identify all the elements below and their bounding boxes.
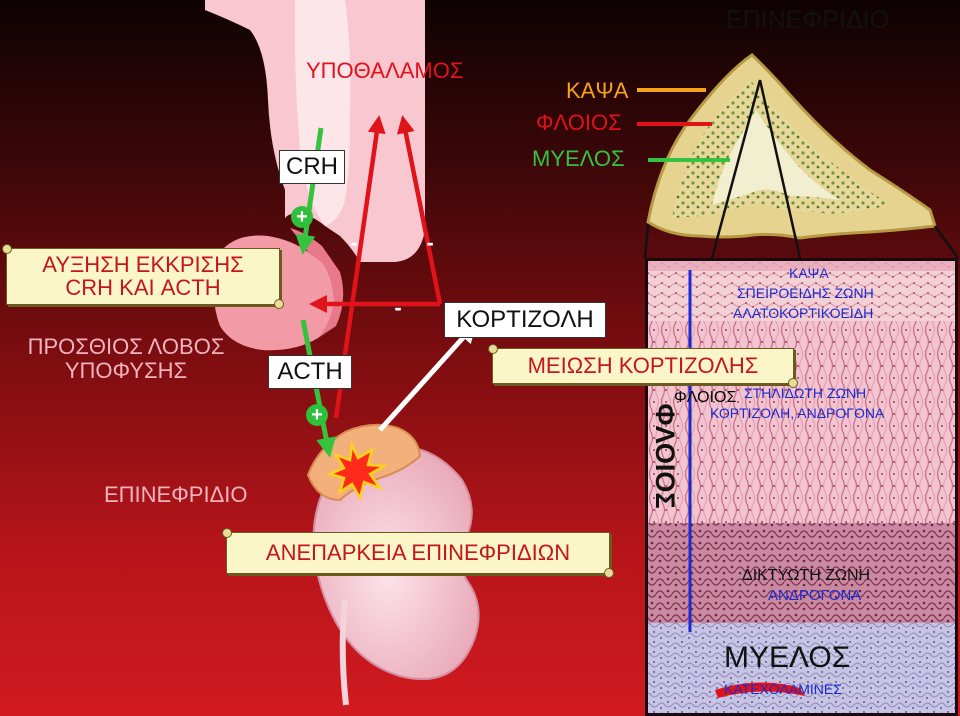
cortex-vertical-text: ΦΛΟΙΟΣ — [650, 403, 680, 509]
inhibit-sign-pituitary: - — [350, 230, 358, 255]
zoom-line — [710, 79, 762, 259]
pituitary-posterior — [290, 228, 344, 338]
acth-box: ACTH — [268, 355, 352, 389]
stimulate-sign-crh: + — [291, 206, 313, 228]
capsule-label: ΚΑΨΑ — [566, 78, 629, 103]
zona-reticularis — [648, 523, 955, 623]
zone-fasciculata-product: ΚΟΡΤΙΖΟΛΗ, ΑΝΔΡΟΓΟΝΑ — [710, 405, 885, 421]
capsule-layer — [648, 261, 955, 271]
cortisol-box: ΚΟΡΤΙΖΟΛΗ — [444, 302, 606, 338]
pituitary-label-line-2: ΥΠΟΦΥΣΗΣ — [64, 358, 188, 384]
adrenal-damage-burst — [326, 440, 389, 502]
hypothalamus-label: ΥΠΟΘΑΛΑΜΟΣ — [306, 58, 464, 83]
ureter — [339, 599, 349, 706]
zoom-line — [758, 79, 802, 259]
pituitary-label-line-1: ΠΡΟΣΘΙΟΣ ΛΟΒΟΣ — [27, 334, 225, 359]
pituitary-label: ΠΡΟΣΘΙΟΣ ΛΟΒΟΣ ΥΠΟΦΥΣΗΣ — [6, 334, 246, 384]
adrenal-medulla-section — [712, 110, 840, 205]
adrenal-label: ΕΠΙΝΕΦΡΙΔΙΟ — [104, 482, 248, 507]
zone-medulla-product: ΚΑΤΕΧΟΛΑΜΙΝΕΣ — [724, 681, 842, 697]
adrenal-insufficiency-callout: ΑΝΕΠΑΡΚΕΙΑ ΕΠΙΝΕΦΡΙΔΙΩΝ — [222, 528, 614, 578]
zone-reticularis-product: ΑΝΔΡΟΓΟΝΑ — [768, 587, 862, 604]
increase-secretion-callout: ΑΥΞΗΣΗ ΕΚΚΡΙΣΗΣ CRH ΚΑΙ ACTH — [2, 243, 284, 310]
feedback-hypothalamus-arrow — [396, 115, 443, 305]
zone-medulla-name: ΜΥΕΛΟΣ — [724, 641, 851, 674]
zone-glomerulosa-product: ΑΛΑΤΟΚΟΡΤΙΚΟΕΙΔΗ — [733, 305, 874, 321]
medulla-label: ΜΥΕΛΟΣ — [532, 146, 625, 171]
decrease-cortisol-callout: ΜΕΙΩΣΗ ΚΟΡΤΙΖΟΛΗΣ — [488, 344, 798, 388]
increase-line-2: CRH ΚΑΙ ACTH — [65, 275, 221, 301]
adrenal-title: ΕΠΙΝΕΦΡΙΔΙΟ — [726, 6, 890, 34]
cortisol-release-arrow — [378, 322, 477, 432]
medulla-tissue — [648, 623, 955, 713]
zoom-line — [933, 225, 960, 259]
increase-line-1: ΑΥΞΗΣΗ ΕΚΚΡΙΣΗΣ — [42, 252, 244, 277]
crh-box: CRH — [279, 150, 345, 184]
stimulate-sign-acth: + — [306, 404, 328, 426]
zone-capsule: ΚΑΨΑ — [789, 265, 829, 281]
inhibit-sign-hypothalamus: - — [426, 230, 434, 255]
inhibit-sign-feedback: - — [394, 295, 402, 320]
zone-fasciculata-name: ΣΤΗΛΙΔΩΤΗ ΖΩΝΗ — [744, 385, 867, 401]
cortex-label: ΦΛΟΙΟΣ — [536, 110, 622, 135]
zone-glomerulosa-name: ΣΠΕΙΡΟΕΙΔΗΣ ΖΩΝΗ — [737, 285, 874, 301]
medulla-vessel — [715, 682, 805, 698]
zoom-line — [643, 223, 650, 259]
zone-reticularis-name: ΔΙΚΤΥΩΤΗ ΖΩΝΗ — [742, 567, 871, 584]
